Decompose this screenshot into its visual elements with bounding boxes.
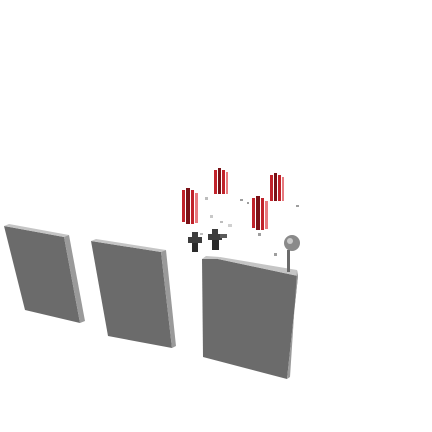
wall-panel-right[interactable]: [202, 256, 298, 379]
red-rod-cluster-back-right[interactable]: [270, 173, 284, 201]
gray-sphere-lamp[interactable]: [284, 235, 300, 272]
wall-panel-left[interactable]: [4, 224, 85, 323]
red-rod-cluster-back-left[interactable]: [214, 168, 228, 194]
red-rod-cluster-front-left[interactable]: [182, 188, 198, 224]
wall-panel-middle[interactable]: [91, 239, 176, 348]
dark-figure-right[interactable]: [208, 229, 227, 250]
dark-figure-left[interactable]: [188, 232, 202, 252]
debris-blocks: [200, 197, 299, 256]
red-rod-cluster-front-right[interactable]: [252, 196, 268, 230]
